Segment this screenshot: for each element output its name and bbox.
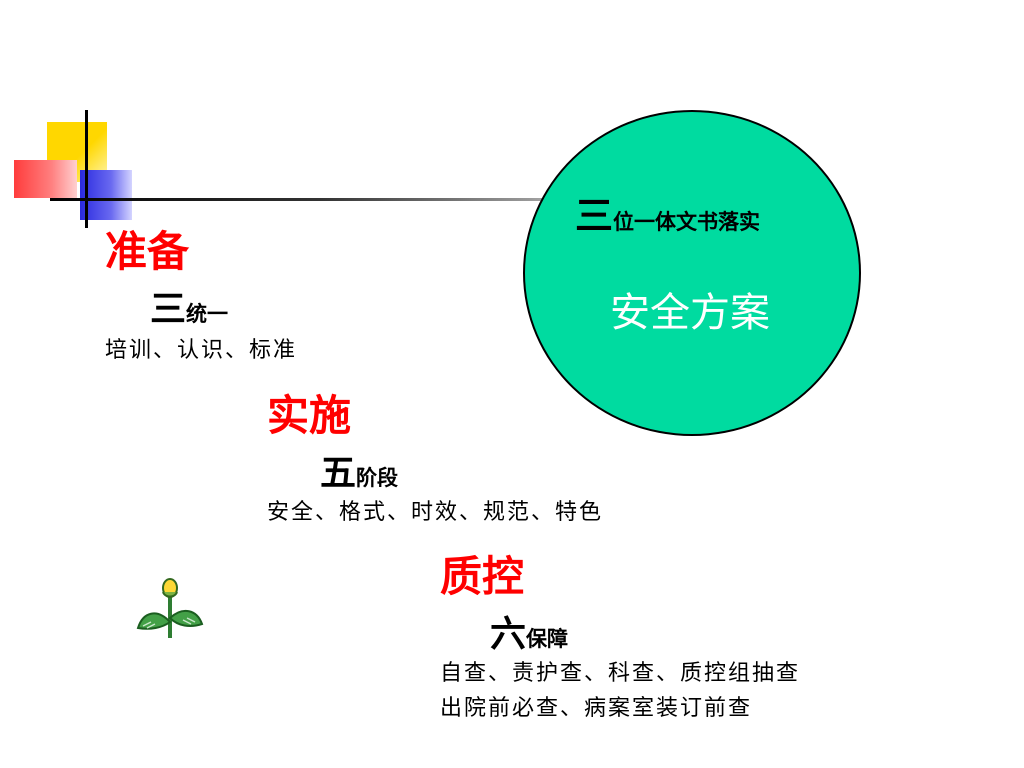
subheading-text: 统一 [186,302,229,326]
circle-title-text: 位一体文书落实 [613,210,761,234]
section-subheading-prepare: 三统一 [150,280,228,332]
decor-square-blue [80,170,132,220]
flower-icon [135,578,205,640]
subheading-number: 五 [320,453,357,494]
section-detail-quality-control-line1: 自查、责护查、科查、质控组抽查 [440,661,801,686]
decor-square-red [14,160,77,198]
section-detail-quality-control-line2: 出院前必查、病案室装订前查 [440,696,753,721]
section-subheading-implement: 五阶段 [320,444,398,496]
decor-vertical-line [85,110,88,228]
section-heading-implement: 实施 [267,391,352,440]
section-heading-quality-control: 质控 [440,552,525,601]
section-heading-prepare: 准备 [105,227,190,276]
circle-subtitle: 安全方案 [610,290,770,336]
section-detail-prepare: 培训、认识、标准 [105,338,298,363]
highlight-circle [523,110,861,436]
subheading-number: 三 [150,289,187,330]
circle-title-number: 三 [575,194,614,238]
subheading-number: 六 [490,614,527,655]
subheading-text: 保障 [526,627,569,651]
section-subheading-quality-control: 六保障 [490,605,568,657]
subheading-text: 阶段 [356,466,399,490]
circle-title: 三位一体文书落实 [575,185,855,240]
decor-horizontal-line [50,198,650,201]
section-detail-implement: 安全、格式、时效、规范、特色 [267,500,604,525]
